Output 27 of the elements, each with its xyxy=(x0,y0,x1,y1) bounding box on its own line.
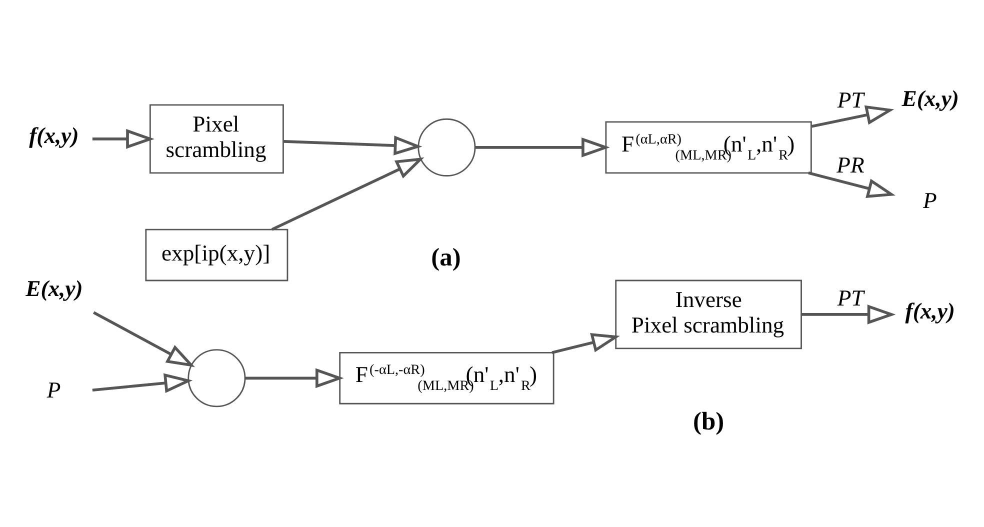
node-box: Inverse Pixel scrambling xyxy=(615,280,802,350)
edge-label: PT xyxy=(837,88,864,113)
arrow xyxy=(801,304,896,324)
node-box: exp[ip(x,y)] xyxy=(145,228,288,282)
arrow xyxy=(808,172,896,198)
node-text: E(x,y) xyxy=(26,276,83,301)
label: (a) xyxy=(431,242,461,272)
node-box: Pixel scrambling xyxy=(149,104,284,174)
arrow xyxy=(92,311,195,368)
node-text: f(x,y) xyxy=(29,122,79,148)
label: (b) xyxy=(692,406,724,436)
node-text: f(x,y) xyxy=(905,298,955,324)
arrow xyxy=(811,105,894,128)
node-text: P xyxy=(46,378,61,403)
node-circle xyxy=(188,349,246,408)
arrow xyxy=(92,373,193,393)
arrow xyxy=(92,129,154,149)
arrow xyxy=(245,368,344,388)
arrow xyxy=(552,333,620,354)
arrow xyxy=(284,136,422,156)
edge-label: PR xyxy=(836,152,864,178)
arrow xyxy=(271,157,424,231)
edge-label: PT xyxy=(837,286,864,311)
node-circle xyxy=(418,118,476,176)
arrow xyxy=(475,138,610,158)
node-text: P xyxy=(923,188,937,214)
node-text: E(x,y) xyxy=(902,86,959,112)
